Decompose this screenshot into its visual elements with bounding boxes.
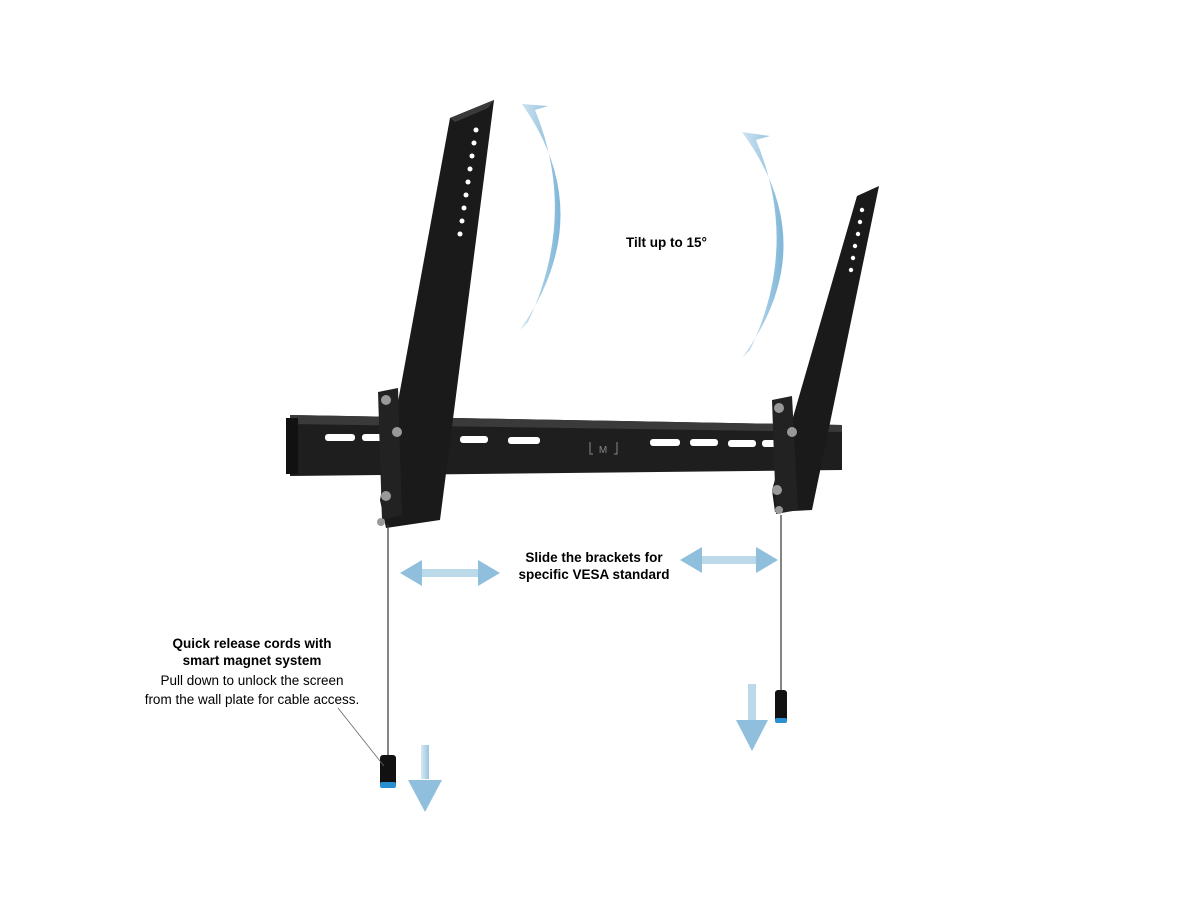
right-release-cord — [775, 515, 787, 723]
tilt-arc-left — [520, 104, 561, 330]
pull-down-arrow-left — [408, 745, 442, 812]
cords-title-line1: Quick release cords with — [172, 636, 332, 651]
tilt-label: Tilt up to 15° — [626, 235, 707, 250]
left-release-cord — [380, 525, 396, 788]
cords-desc-line1: Pull down to unlock the screen — [160, 673, 344, 688]
slide-label-line2: specific VESA standard — [518, 567, 670, 582]
svg-text:M: M — [599, 445, 607, 456]
tilt-arc-right — [742, 132, 784, 358]
right-bracket — [772, 186, 879, 514]
pull-down-arrow-right — [736, 684, 768, 751]
wall-plate: M — [286, 415, 842, 476]
slide-label: Slide the brackets for specific VESA sta… — [504, 549, 684, 583]
slide-label-line1: Slide the brackets for — [525, 550, 663, 565]
cords-desc-line2: from the wall plate for cable access. — [144, 692, 360, 707]
slide-arrow-left — [400, 560, 500, 586]
slide-arrow-right — [680, 547, 778, 573]
brand-logo: M — [589, 442, 618, 456]
left-bracket — [377, 100, 494, 528]
cords-title-line2: smart magnet system — [182, 653, 322, 668]
pointer-line — [337, 707, 385, 767]
cords-annotation: Quick release cords with smart magnet sy… — [132, 635, 372, 709]
